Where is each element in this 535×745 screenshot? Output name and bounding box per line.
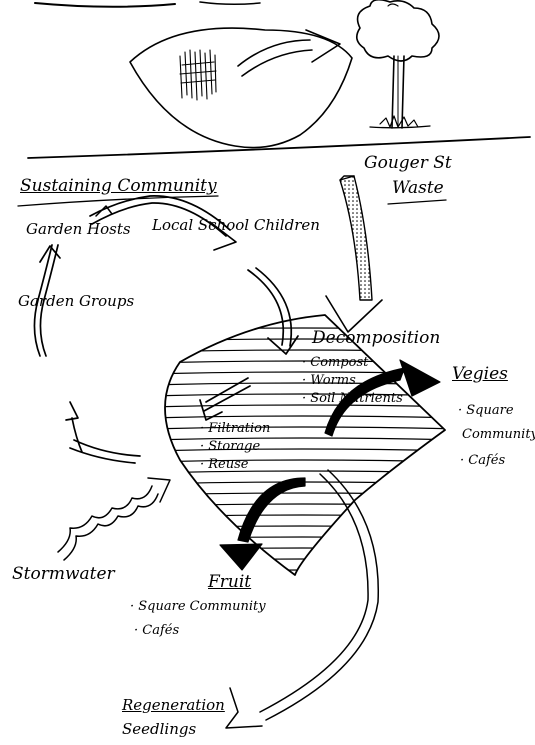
garden-groups-label: Garden Groups: [18, 294, 134, 310]
stormwater-arrow: [58, 478, 170, 560]
vegies-cafes-label: · Cafés: [460, 454, 505, 468]
local-school-children-label: Local School Children: [152, 218, 320, 234]
seedlings-label: Seedlings: [122, 722, 196, 738]
reuse-label: · Reuse: [200, 458, 248, 472]
compost-label: · Compost: [302, 356, 368, 370]
tree-sketch: [357, 0, 439, 128]
fruit-arrow: [220, 478, 305, 570]
worms-label: · Worms: [302, 374, 356, 388]
storage-label: · Storage: [200, 440, 260, 454]
top-lens-arrow: [238, 30, 340, 76]
waste-arrow: [326, 176, 382, 332]
gouger-st-label: Gouger St: [364, 155, 452, 173]
vegies-label: Vegies: [452, 366, 508, 384]
garden-hosts-label: Garden Hosts: [26, 222, 131, 238]
sustaining-community-label: Sustaining Community: [20, 178, 217, 196]
top-lens-hatch: [180, 50, 216, 100]
top-edge-stroke-2: [200, 2, 260, 4]
stormwater-label: Stormwater: [12, 566, 115, 584]
vegies-community-label: Community: [462, 428, 535, 442]
gouger-underline: [388, 200, 446, 204]
waste-label: Waste: [392, 180, 444, 198]
fruit-square-community-label: · Square Community: [130, 600, 266, 614]
vegies-square-label: · Square: [458, 404, 514, 418]
top-lens-shape: [130, 28, 352, 147]
section-divider: [28, 137, 530, 158]
filtration-label: · Filtration: [200, 422, 270, 436]
fruit-label: Fruit: [208, 574, 251, 592]
regeneration-label: Regeneration: [122, 698, 225, 714]
top-edge-stroke: [35, 3, 175, 7]
fruit-cafes-label: · Cafés: [134, 624, 179, 638]
soil-nutrients-label: · Soil Nutrients: [302, 392, 403, 406]
decomposition-label: Decomposition: [312, 330, 440, 348]
